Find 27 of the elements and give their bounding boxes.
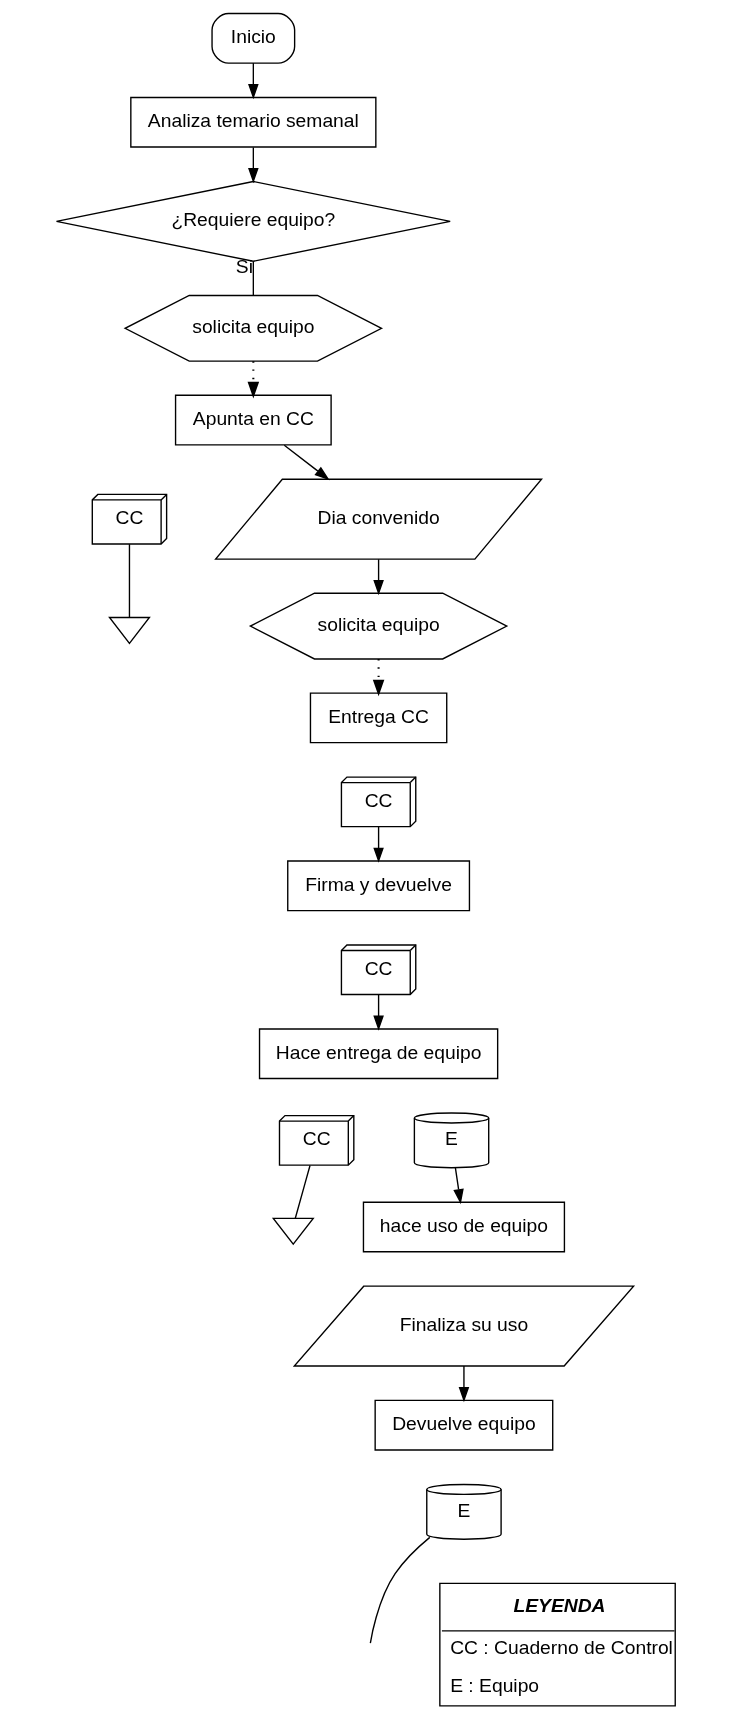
arrow xyxy=(247,62,259,100)
node-box: Inicio xyxy=(210,12,295,64)
node-box: Devuelve equipo xyxy=(373,1399,553,1451)
legend-label: CC : Cuaderno de Control xyxy=(449,1637,673,1659)
node-box: Analiza temario semanal xyxy=(129,96,377,148)
arrow xyxy=(372,993,384,1031)
connector xyxy=(128,543,130,619)
arrow xyxy=(247,361,259,399)
arrow xyxy=(372,826,384,863)
legend-label: E : Equipo xyxy=(449,1674,539,1696)
arrow xyxy=(452,1167,464,1205)
node-box: Apunta en CC xyxy=(174,394,332,446)
node-box: Hace entrega de equipo xyxy=(258,1028,498,1080)
node-box: hace uso de equipo xyxy=(362,1201,565,1253)
connector xyxy=(252,260,254,296)
arrow xyxy=(283,444,330,481)
arrow xyxy=(458,1365,469,1403)
arrow xyxy=(372,659,384,697)
connector xyxy=(369,1536,430,1644)
node-box: Entrega CC xyxy=(309,692,447,744)
arrow xyxy=(372,558,384,596)
arrow xyxy=(247,146,259,184)
node-box: Firma y devuelve xyxy=(286,860,470,912)
connector xyxy=(294,1164,311,1219)
node-triangle xyxy=(107,616,151,645)
node-triangle xyxy=(271,1217,315,1246)
label: LEYENDA xyxy=(512,1594,606,1616)
